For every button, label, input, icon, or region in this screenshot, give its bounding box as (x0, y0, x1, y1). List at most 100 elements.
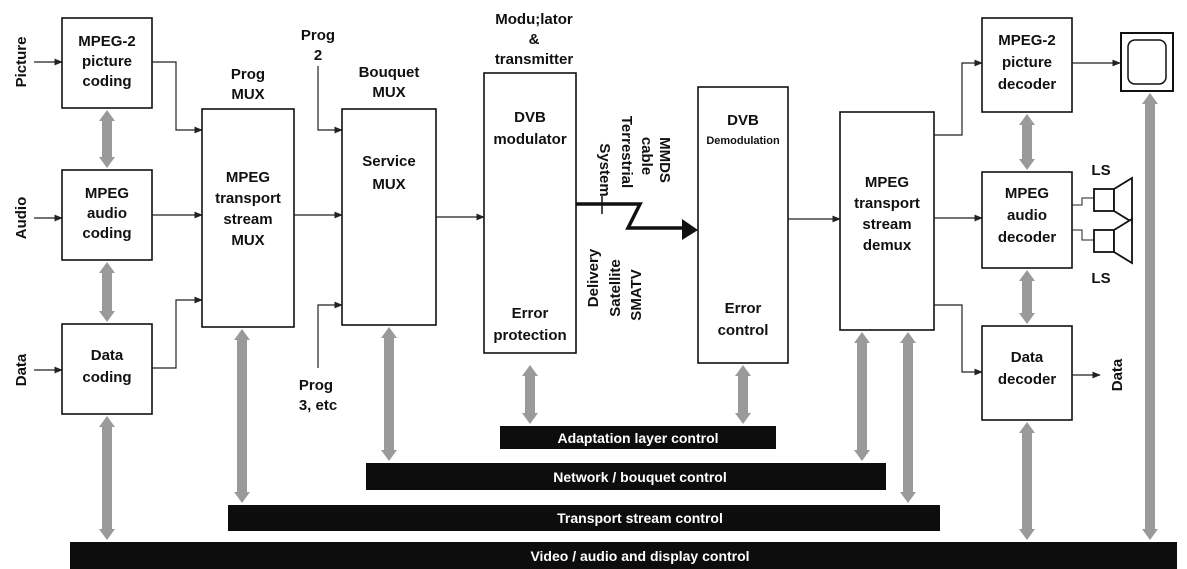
prog-mux-heading-line2: MUX (231, 86, 264, 103)
arrow-picture-audio-coding (99, 110, 115, 168)
mpeg-audio-coding-line1: MPEG (85, 185, 129, 202)
delivery-smatv-label: SMATV (628, 269, 645, 320)
dvb-demodulation-line1: DVB (727, 112, 759, 129)
mpeg2-picture-coding-line1: MPEG-2 (78, 33, 136, 50)
network-bouquet-control-label: Network / bouquet control (553, 469, 726, 485)
adaptation-layer-control-bar (500, 426, 776, 449)
bouquet-mux-heading-line1: Bouquet (359, 64, 420, 81)
delivery-system-label-delivery: Delivery (585, 248, 602, 307)
dvb-demodulation-small-label: Demodulation (706, 135, 780, 147)
data-decoder-line1: Data (1011, 349, 1044, 366)
delivery-system-label-system: System (596, 143, 613, 196)
data-decoder-box (981, 325, 1073, 421)
arrow-data-coding-video-control (99, 416, 115, 540)
audio-decoder-line3: decoder (998, 229, 1057, 246)
mpeg-transport-stream-mux-line3: stream (223, 211, 272, 228)
data-input-label: Data (13, 353, 30, 386)
prog-mux-heading-line1: Prog (231, 66, 265, 83)
service-mux-line2: MUX (372, 176, 405, 193)
audio-decoder-line1: MPEG (1005, 185, 1049, 202)
service-mux-line1: Service (362, 153, 415, 170)
arrow-ts-mux-transport-control (234, 329, 250, 503)
delivery-system-link (576, 196, 698, 240)
mpeg2-picture-coding-line3: coding (82, 73, 131, 90)
control-bars: Adaptation layer control Network / bouqu… (70, 426, 1177, 569)
mpeg-transport-stream-mux-line2: transport (215, 190, 281, 207)
delivery-terrestrial-label: Terrestrial (618, 116, 635, 188)
demux-line3: stream (862, 216, 911, 233)
arrow-demux-transport-control (900, 332, 916, 503)
mpeg-transport-stream-mux-box (201, 108, 295, 328)
arrow-audio-data-decoder (1019, 270, 1035, 324)
mpeg-audio-decoder-box (981, 171, 1073, 269)
mpeg2-picture-decoder-box (981, 17, 1073, 113)
picture-decoder-line3: decoder (998, 76, 1057, 93)
prog3-label-line1: Prog (299, 377, 333, 394)
picture-decoder-line1: MPEG-2 (998, 32, 1056, 49)
demux-line2: transport (854, 195, 920, 212)
tv-monitor-icon (1120, 32, 1174, 92)
delivery-satellite-label: Satellite (607, 259, 624, 317)
arrow-audio-data-coding (99, 262, 115, 322)
dvb-demodulation-box (697, 86, 789, 364)
ls-top-label: LS (1091, 162, 1110, 179)
arrow-monitor-video-control (1142, 93, 1158, 540)
arrow-modulator-adaptation-control (522, 365, 538, 424)
delivery-cable-label: cable (638, 137, 655, 175)
data-coding-line1: Data (91, 347, 124, 364)
demux-line1: MPEG (865, 174, 909, 191)
prog2-label-line1: Prog (301, 27, 335, 44)
audio-decoder-line2: audio (1007, 207, 1047, 224)
error-control-line1: Error (725, 300, 762, 317)
loudspeaker-icon-top (1093, 176, 1133, 224)
network-bouquet-control-bar (366, 463, 886, 490)
mpeg-audio-coding-line2: audio (87, 205, 127, 222)
svg-text:Modu;lator&transmitter: Modu;lator & transmitter (495, 11, 574, 68)
modulator-heading-line3: transmitter (495, 51, 574, 68)
mpeg-transport-stream-demux-box (839, 111, 935, 331)
modulator-heading-line1: Modu;lator (495, 11, 573, 28)
dvb-modulator-line2: modulator (493, 131, 566, 148)
picture-input-label: Picture (13, 37, 30, 88)
data-output-label: Data (1109, 358, 1126, 391)
prog2-label-line2: 2 (314, 47, 322, 64)
mpeg-audio-coding-box (61, 169, 153, 261)
data-decoder-line2: decoder (998, 371, 1057, 388)
mpeg-transport-stream-mux-line4: MUX (231, 232, 264, 249)
service-mux-box (341, 108, 437, 326)
demux-line4: demux (863, 237, 912, 254)
error-protection-line1: Error (512, 305, 549, 322)
bouquet-mux-heading-line2: MUX (372, 84, 405, 101)
delivery-mmds-label: MMDS (656, 137, 673, 183)
mpeg2-picture-coding-line2: picture (82, 53, 132, 70)
video-audio-display-control-label: Video / audio and display control (530, 548, 749, 564)
data-coding-box (61, 323, 153, 415)
transport-stream-control-label: Transport stream control (557, 510, 723, 526)
arrow-service-mux-network-control (381, 327, 397, 461)
mpeg-transport-stream-mux-line1: MPEG (226, 169, 270, 186)
arrow-picture-audio-decoder (1019, 114, 1035, 170)
modulator-heading-line2: & (529, 31, 540, 48)
video-audio-display-control-bar (70, 542, 1177, 569)
error-protection-line2: protection (493, 327, 566, 344)
adaptation-layer-control-label: Adaptation layer control (557, 430, 718, 446)
arrow-demux-network-control (854, 332, 870, 461)
arrow-data-decoder-video-control (1019, 422, 1035, 540)
dvb-modulator-line1: DVB (514, 109, 546, 126)
control-arrows (99, 93, 1158, 540)
